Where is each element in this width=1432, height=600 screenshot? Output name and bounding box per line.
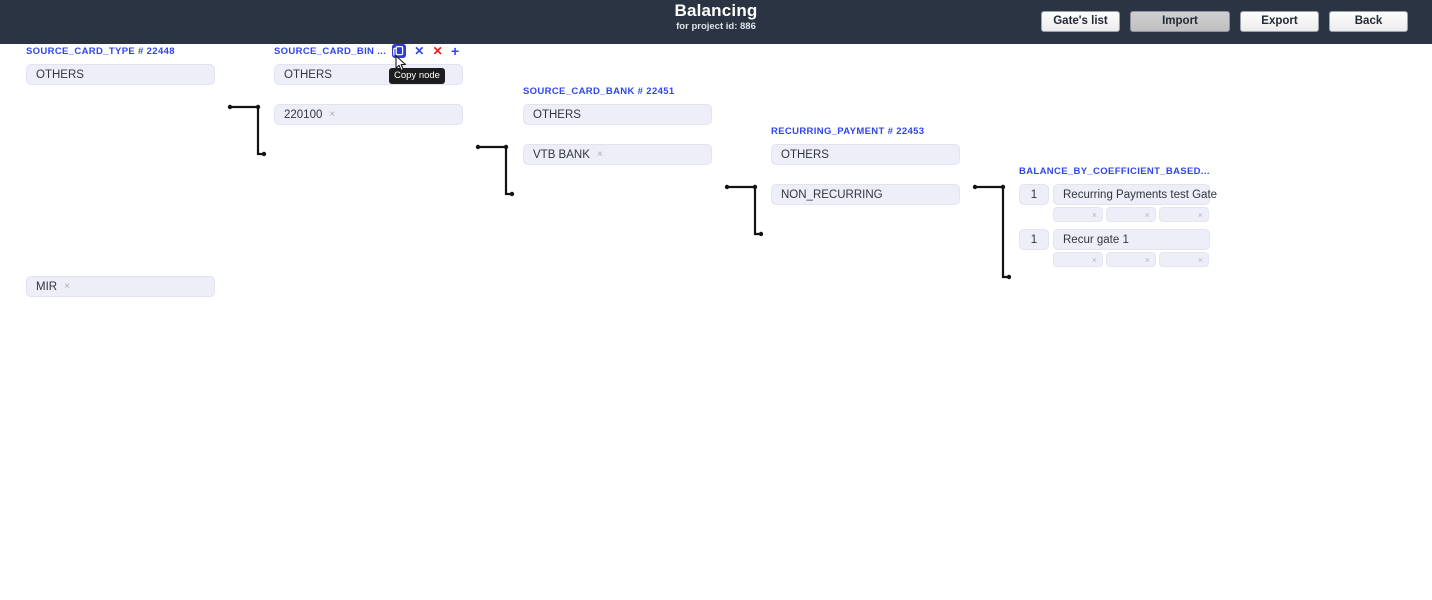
gate-subfield[interactable]: ×: [1106, 207, 1156, 222]
gates-list-button[interactable]: Gate's list: [1041, 11, 1120, 32]
node-value: OTHERS: [781, 148, 829, 161]
export-button[interactable]: Export: [1240, 11, 1319, 32]
balancing-tree-canvas: SOURCE_CARD_TYPE # 22448 OTHERS MIR × SO…: [0, 44, 1432, 600]
gate-name-field[interactable]: Recurring Payments test Gate: [1053, 184, 1217, 205]
connector-col1-col2: [227, 104, 267, 157]
remove-node-icon[interactable]: ×: [64, 281, 70, 292]
delete-node-icon[interactable]: ✕: [432, 44, 444, 58]
node-value: OTHERS: [533, 108, 581, 121]
node-field[interactable]: VTB BANK ×: [523, 144, 712, 165]
gate-weight-input[interactable]: 1: [1019, 229, 1049, 250]
gate-subfield[interactable]: ×: [1053, 252, 1103, 267]
back-button[interactable]: Back: [1329, 11, 1408, 32]
node-field[interactable]: MIR ×: [26, 276, 215, 297]
app-header-bar: Balancing for project id: 886 Gate's lis…: [0, 0, 1432, 44]
node-value: OTHERS: [36, 68, 84, 81]
gate-name-field[interactable]: Recur gate 1: [1053, 229, 1210, 250]
column-header-label: RECURRING_PAYMENT # 22453: [771, 125, 925, 137]
gate-weight-value: 1: [1030, 188, 1038, 201]
column-header-label: BALANCE_BY_COEFFICIENT_BASED...: [1019, 165, 1210, 177]
column-header-label: SOURCE_CARD_TYPE # 22448: [26, 45, 175, 57]
column-source-card-bank: SOURCE_CARD_BANK # 22451 OTHERS VTB BANK…: [523, 84, 712, 165]
column-source-card-type: SOURCE_CARD_TYPE # 22448 OTHERS MIR ×: [26, 44, 215, 297]
node-field[interactable]: NON_RECURRING: [771, 184, 960, 205]
gate-name-value: Recurring Payments test Gate: [1063, 188, 1218, 201]
tooltip-text: Copy node: [394, 70, 440, 81]
gate-subfield[interactable]: ×: [1159, 207, 1209, 222]
cut-node-icon[interactable]: ✕: [414, 44, 425, 58]
remove-subfield-icon[interactable]: ×: [1144, 254, 1150, 265]
gate-subfield[interactable]: ×: [1106, 252, 1156, 267]
gate-subfields: × × ×: [1053, 252, 1210, 267]
gate-subfield[interactable]: ×: [1053, 207, 1103, 222]
node-value: MIR: [36, 280, 58, 293]
column-header-actions: ✕ ✕ +: [392, 44, 459, 58]
column-header-source-card-bank: SOURCE_CARD_BANK # 22451: [523, 84, 712, 98]
header-actions: Gate's list Import Export Back: [1041, 11, 1408, 32]
remove-node-icon[interactable]: ×: [329, 109, 336, 120]
column-header-source-card-type: SOURCE_CARD_TYPE # 22448: [26, 44, 215, 58]
add-node-icon[interactable]: +: [451, 43, 460, 59]
node-value: NON_RECURRING: [781, 188, 883, 201]
column-header-label: SOURCE_CARD_BANK # 22451: [523, 85, 675, 97]
connector-col2-col3: [475, 144, 515, 197]
node-value: 220100: [284, 108, 323, 121]
column-balance-by-coefficient: BALANCE_BY_COEFFICIENT_BASED... 1 Recurr…: [1019, 164, 1217, 267]
gate-subfield[interactable]: ×: [1159, 252, 1209, 267]
import-button[interactable]: Import: [1130, 11, 1230, 32]
gate-row: 1 Recur gate 1 × × ×: [1019, 229, 1210, 267]
column-header-balance-by-coefficient: BALANCE_BY_COEFFICIENT_BASED...: [1019, 164, 1210, 178]
gate-body: Recur gate 1 × × ×: [1053, 229, 1210, 267]
gate-weight-input[interactable]: 1: [1019, 184, 1049, 205]
connector-col3-col4: [724, 184, 764, 237]
gate-name-value: Recur gate 1: [1063, 233, 1129, 246]
gate-body: Recurring Payments test Gate × × ×: [1053, 184, 1217, 222]
gate-row: 1 Recurring Payments test Gate × × ×: [1019, 184, 1217, 222]
node-value: VTB BANK: [533, 148, 590, 161]
column-header-recurring-payment: RECURRING_PAYMENT # 22453: [771, 124, 960, 138]
node-field[interactable]: 220100 ×: [274, 104, 463, 125]
remove-subfield-icon[interactable]: ×: [1197, 209, 1203, 220]
column-header-label: SOURCE_CARD_BIN ...: [274, 45, 387, 57]
gate-weight-value: 1: [1030, 233, 1038, 246]
remove-subfield-icon[interactable]: ×: [1091, 209, 1097, 220]
node-field[interactable]: OTHERS: [523, 104, 712, 125]
column-recurring-payment: RECURRING_PAYMENT # 22453 OTHERS NON_REC…: [771, 124, 960, 205]
tooltip-copy-node: Copy node: [389, 68, 445, 84]
remove-subfield-icon[interactable]: ×: [1144, 209, 1150, 220]
remove-subfield-icon[interactable]: ×: [1091, 254, 1097, 265]
remove-subfield-icon[interactable]: ×: [1197, 254, 1203, 265]
node-field[interactable]: OTHERS: [771, 144, 960, 165]
copy-node-icon[interactable]: [392, 44, 407, 58]
remove-node-icon[interactable]: ×: [596, 149, 603, 160]
gate-subfields: × × ×: [1053, 207, 1210, 222]
mouse-cursor: [395, 55, 406, 71]
column-source-card-bin: SOURCE_CARD_BIN ... ✕ ✕ + OTHERS 220100 …: [274, 44, 463, 125]
node-field[interactable]: OTHERS: [26, 64, 215, 85]
connector-col4-gates: [972, 184, 1012, 280]
node-value: OTHERS: [284, 68, 332, 81]
column-header-source-card-bin: SOURCE_CARD_BIN ... ✕ ✕ +: [274, 44, 463, 58]
